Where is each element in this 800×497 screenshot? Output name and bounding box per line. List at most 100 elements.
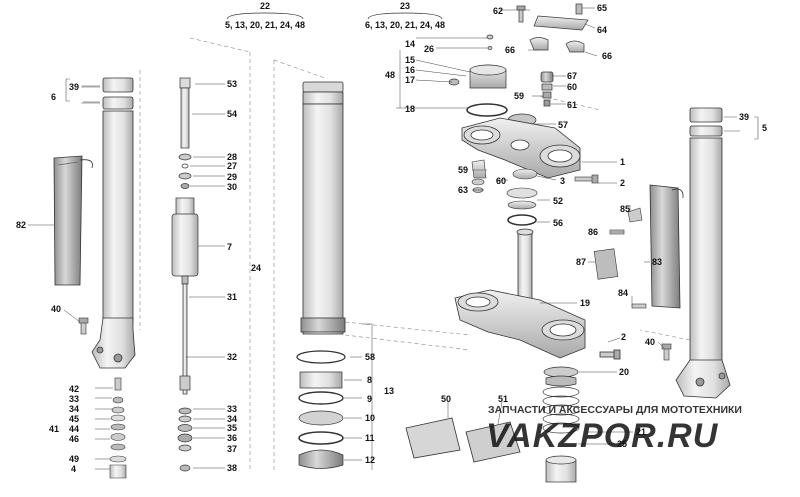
callout-58: 58 (365, 352, 375, 362)
callout-64: 64 (597, 25, 607, 35)
callout-82: 82 (16, 220, 26, 230)
callout-28: 28 (227, 152, 237, 162)
callout-10: 10 (365, 413, 375, 423)
callout-24: 24 (251, 263, 261, 273)
callout-37: 37 (227, 444, 237, 454)
callout-67: 67 (567, 71, 577, 81)
cartridge-assembly (171, 77, 199, 472)
callout-60-top: 60 (567, 82, 577, 92)
lower-triple-clamp (454, 228, 621, 360)
watermark: ЗАПЧАСТИ И АКСЕССУАРЫ ДЛЯ МОТОТЕХНИКИ VA… (486, 404, 742, 455)
callout-33-left: 33 (69, 394, 79, 404)
callout-57: 57 (558, 120, 568, 130)
callout-35: 35 (227, 423, 237, 433)
left-tube-bracket-lines (65, 78, 100, 104)
callout-15: 15 (405, 55, 415, 65)
callout-2-top: 2 (620, 178, 625, 188)
callout-45: 45 (69, 414, 79, 424)
callout-59-top: 59 (514, 91, 524, 101)
left-lower-stack (109, 377, 127, 479)
callout-34-right: 34 (227, 414, 237, 424)
callout-33-right: 33 (227, 404, 237, 414)
callout-34-left: 34 (69, 404, 79, 414)
callout-labels: 62 65 64 14 26 66 66 48 15 16 17 67 60 5… (16, 3, 767, 474)
center-lower-stack (296, 350, 346, 469)
callout-12: 12 (365, 455, 375, 465)
callout-40-left: 40 (51, 304, 61, 314)
callout-6: 6 (51, 92, 56, 102)
callout-49: 49 (69, 454, 79, 464)
callout-17: 17 (405, 75, 415, 85)
clamp-bolts (471, 159, 599, 226)
header-22-list: 5, 13, 20, 21, 24, 48 (225, 20, 305, 30)
tool-bags (405, 417, 521, 463)
callout-8: 8 (367, 375, 372, 385)
callout-26: 26 (424, 44, 434, 54)
callout-46: 46 (69, 434, 79, 444)
watermark-logo: VAKZPOR.RU (486, 417, 719, 455)
callout-2-bottom: 2 (621, 332, 626, 342)
watermark-caption: ЗАПЧАСТИ И АКСЕССУАРЫ ДЛЯ МОТОТЕХНИКИ (488, 404, 742, 416)
callout-52: 52 (553, 196, 563, 206)
callout-7: 7 (227, 242, 232, 252)
callout-21: 21 (636, 427, 646, 437)
callout-4: 4 (71, 464, 76, 474)
callout-59-mid: 59 (458, 165, 468, 175)
callout-18: 18 (405, 104, 415, 114)
callout-63: 63 (458, 185, 468, 195)
callout-84: 84 (618, 288, 628, 298)
callout-48: 48 (385, 70, 395, 80)
callout-65: 65 (597, 3, 607, 13)
callout-62: 62 (493, 6, 503, 16)
callout-51: 51 (498, 394, 508, 404)
callout-32: 32 (227, 352, 237, 362)
callout-41: 41 (49, 424, 59, 434)
callout-3: 3 (560, 176, 565, 186)
left-fork-guard (53, 155, 93, 286)
leader-lines (28, 7, 665, 470)
callout-25: 25 (617, 439, 627, 449)
callout-50: 50 (441, 394, 451, 404)
callout-66-right: 66 (602, 51, 612, 61)
header-23-group: 23 6, 13, 20, 21, 24, 48 (365, 1, 445, 30)
callout-39-left: 39 (69, 82, 79, 92)
callout-20: 20 (619, 367, 629, 377)
callout-9: 9 (367, 394, 372, 404)
right-tube-bracket-lines (724, 116, 759, 140)
callout-56: 56 (553, 218, 563, 228)
steering-bearing-stack (542, 366, 580, 483)
callout-60-mid: 60 (496, 176, 506, 186)
callout-30: 30 (227, 182, 237, 192)
callout-53: 53 (227, 79, 237, 89)
header-22-number: 22 (260, 1, 270, 11)
callout-31: 31 (227, 292, 237, 302)
callout-66-left: 66 (505, 45, 515, 55)
callout-1: 1 (620, 157, 625, 167)
callout-13: 13 (384, 386, 394, 396)
callout-85: 85 (620, 204, 630, 214)
center-fork-tube (300, 81, 346, 335)
header-22-group: 22 5, 13, 20, 21, 24, 48 (225, 1, 305, 30)
header-23-number: 23 (400, 1, 410, 11)
callout-16: 16 (405, 65, 415, 75)
callout-86: 86 (588, 227, 598, 237)
callout-36: 36 (227, 433, 237, 443)
callout-19: 19 (580, 298, 590, 308)
callout-29: 29 (227, 172, 237, 182)
callout-14: 14 (405, 39, 415, 49)
callout-38: 38 (227, 463, 237, 473)
callout-42: 42 (69, 384, 79, 394)
callout-11: 11 (365, 433, 375, 443)
callout-27: 27 (227, 161, 237, 171)
callout-44: 44 (69, 424, 79, 434)
callout-61: 61 (567, 100, 577, 110)
top-clamp-hardware (448, 3, 589, 127)
left-fork-leg (91, 77, 136, 369)
callout-54: 54 (227, 109, 237, 119)
callout-83: 83 (652, 257, 662, 267)
right-fork-leg (675, 107, 731, 399)
callout-40-right: 40 (645, 337, 655, 347)
callout-39-right: 39 (739, 112, 749, 122)
right-fork-guard (649, 184, 684, 309)
